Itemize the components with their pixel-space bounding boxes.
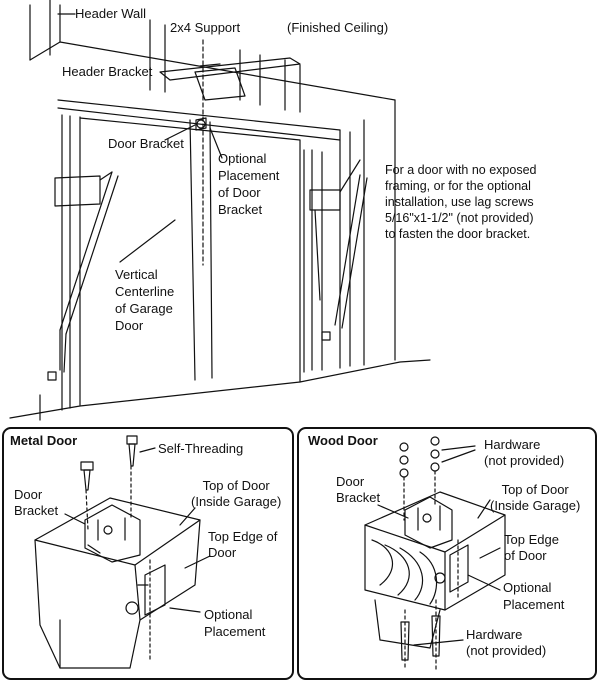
header-bracket-label: Header Bracket — [62, 64, 153, 79]
metal-door-bracket-label: Door Bracket — [14, 487, 59, 518]
wood-optional-placement-label: Optional Placement — [503, 580, 565, 612]
wood-top-edge-label: Top Edge of Door — [504, 532, 559, 563]
header-wall-label: Header Wall — [75, 6, 147, 21]
wood-hardware-bottom-label: Hardware (not provided) — [466, 627, 547, 658]
garage-wall-illustration — [9, 0, 431, 421]
metal-door-panel-frame — [2, 427, 294, 680]
door-bracket-label: Door Bracket — [108, 136, 184, 151]
metal-door-title: Metal Door — [10, 433, 78, 448]
metal-door-illustration — [34, 435, 211, 669]
lag-screw-note: For a door with no exposed framing, or f… — [385, 163, 537, 241]
metal-top-of-door-label: Top of Door (Inside Garage) — [191, 478, 282, 509]
wood-top-of-door-label: Top of Door (Inside Garage) — [490, 482, 581, 513]
optional-placement-label: Optional Placement of Door Bracket — [218, 151, 280, 217]
metal-optional-placement-label: Optional Placement — [204, 607, 266, 639]
finished-ceiling-label: (Finished Ceiling) — [287, 20, 389, 35]
wood-door-bracket-label: Door Bracket — [336, 474, 381, 505]
self-threading-label: Self-Threading — [158, 441, 244, 456]
vertical-centerline-label: Vertical Centerline of Garage Door — [115, 267, 175, 333]
wood-hardware-top-label: Hardware (not provided) — [484, 437, 565, 468]
wood-door-illustration — [364, 436, 506, 671]
wood-door-panel-frame — [297, 427, 597, 680]
2x4-support-label: 2x4 Support — [170, 20, 241, 35]
metal-top-edge-label: Top Edge of Door — [208, 529, 278, 560]
wood-door-title: Wood Door — [308, 433, 378, 448]
